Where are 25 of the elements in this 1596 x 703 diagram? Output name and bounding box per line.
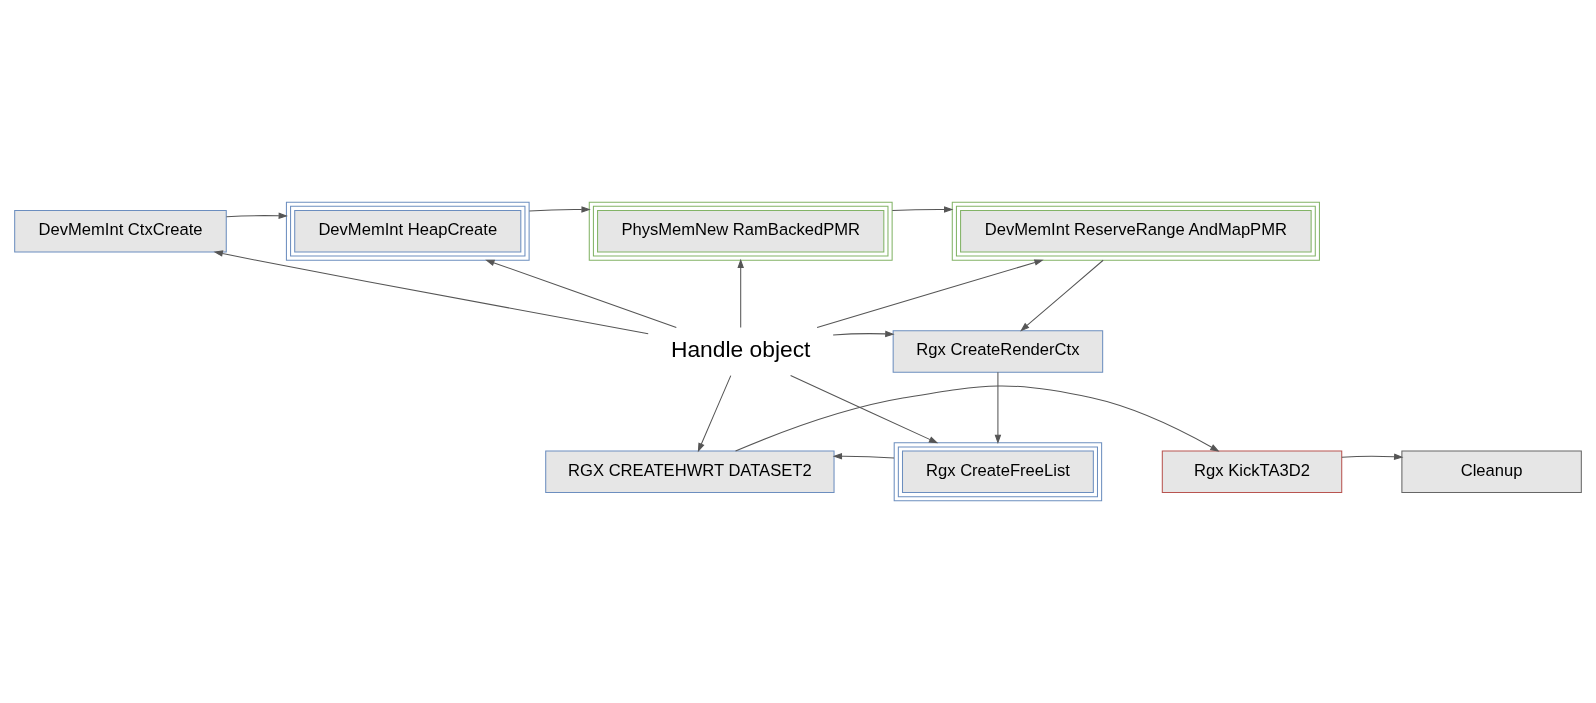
arrow	[891, 206, 954, 213]
arrow	[994, 371, 1002, 445]
arrow	[528, 206, 591, 213]
node-box: DevMemInt HeapCreate	[285, 201, 530, 261]
arrow	[737, 258, 744, 328]
node-box: Rgx KickTA3D2	[1161, 450, 1343, 494]
arrow	[832, 452, 895, 460]
arrow	[790, 374, 939, 444]
arrow	[1020, 259, 1104, 332]
arrow	[485, 259, 677, 329]
arrow	[735, 385, 1220, 452]
node-text: Handle object	[670, 336, 811, 363]
node-box: DevMemInt ReserveRange AndMapPMR	[951, 201, 1320, 261]
node-box: Rgx CreateRenderCtx	[892, 330, 1104, 373]
node-box: Rgx CreateFreeList	[893, 442, 1103, 502]
node-box: PhysMemNew RamBackedPMR	[588, 201, 893, 261]
arrow	[1341, 453, 1404, 461]
node-box: Cleanup	[1401, 450, 1582, 494]
arrow	[697, 375, 732, 453]
node-box: DevMemInt CtxCreate	[14, 209, 227, 253]
arrow	[816, 259, 1044, 329]
node-box: RGX CREATEHWRT DATASET2	[545, 450, 835, 494]
arrow	[832, 330, 895, 338]
arrow	[213, 250, 649, 335]
arrow	[226, 212, 288, 220]
